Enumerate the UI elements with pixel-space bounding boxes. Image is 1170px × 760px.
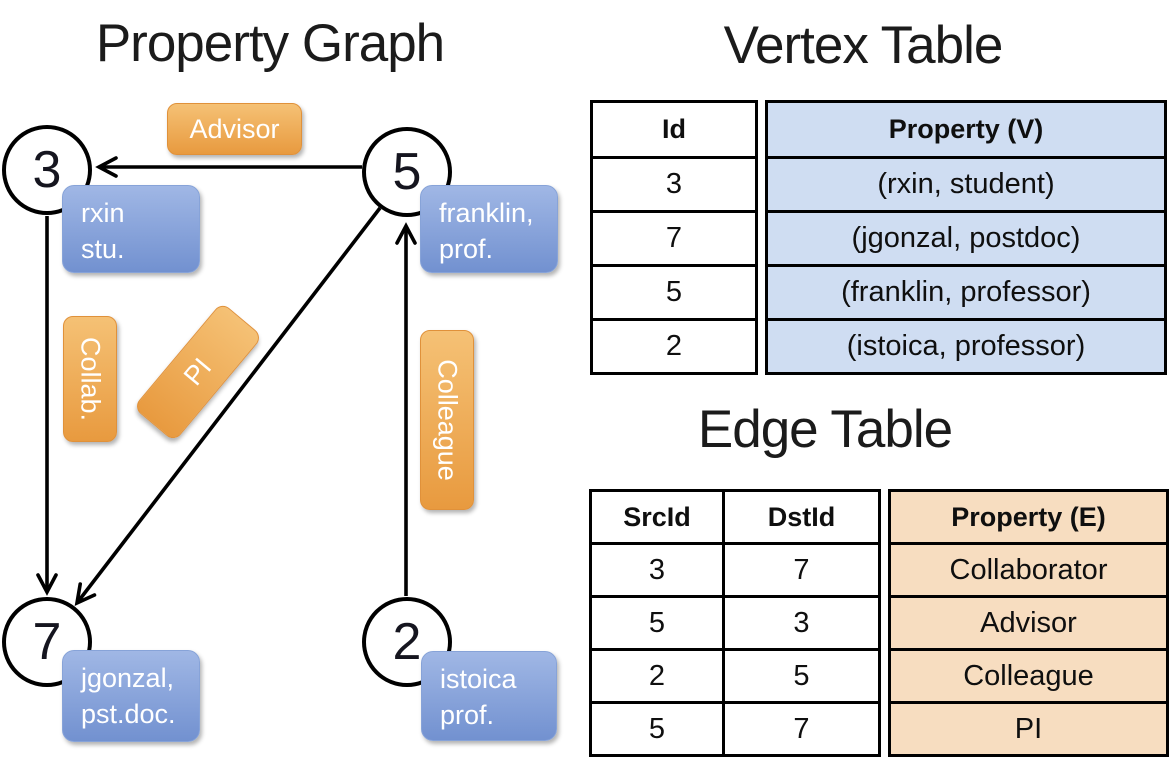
column-header: Property (E): [888, 489, 1169, 545]
table-row: 5: [590, 264, 758, 321]
edge-label-text: Collab.: [75, 336, 106, 422]
edge-table: SrcId DstId 3 7 5 3 2 5 5 7 Property (E)…: [589, 489, 1169, 757]
edge-table-title: Edge Table: [697, 400, 953, 459]
table-cell: Collaborator: [888, 542, 1169, 598]
column-header: DstId: [722, 489, 881, 545]
vertex-prop-box-rxin: rxin stu.: [62, 185, 200, 273]
vertex-prop-line: prof.: [439, 233, 494, 264]
table-row: (franklin, professor): [765, 264, 1167, 321]
node-id-label: 5: [392, 143, 422, 201]
column-header: Property (V): [765, 100, 1167, 159]
table-row: Advisor: [888, 595, 1169, 651]
table-cell: 3: [722, 595, 881, 651]
table-row: (istoica, professor): [765, 318, 1167, 375]
vertex-table-property-column: Property (V) (rxin, student) (jgonzal, p…: [765, 100, 1167, 375]
node-id-label: 7: [32, 613, 62, 671]
edge-label-collab: Collab.: [63, 316, 117, 442]
table-cell: 2: [589, 648, 725, 704]
edge-table-id-columns: SrcId DstId 3 7 5 3 2 5 5 7: [589, 489, 881, 757]
edge-label-advisor: Advisor: [167, 103, 302, 155]
table-row: 5 3: [589, 595, 881, 651]
vertex-table-title: Vertex Table: [723, 16, 1004, 75]
node-id-label: 3: [32, 141, 62, 199]
edge-pi-5-to-7: [74, 206, 382, 607]
table-cell: 3: [589, 542, 725, 598]
vertex-prop-box-jgonzal: jgonzal, pst.doc.: [62, 650, 200, 742]
vertex-prop-line: pst.doc.: [81, 698, 176, 729]
table-cell: Colleague: [888, 648, 1169, 704]
table-cell: (franklin, professor): [765, 264, 1167, 321]
table-cell: 7: [722, 542, 881, 598]
table-row: (rxin, student): [765, 156, 1167, 213]
table-row: 2 5: [589, 648, 881, 704]
table-cell: 5: [590, 264, 758, 321]
table-cell: 5: [589, 595, 725, 651]
vertex-prop-box-istoica: istoica prof.: [421, 651, 557, 741]
table-cell: 3: [590, 156, 758, 213]
node-id-label: 2: [392, 613, 422, 671]
table-row: (jgonzal, postdoc): [765, 210, 1167, 267]
column-header: Id: [590, 100, 758, 159]
property-graph-title: Property Graph: [95, 14, 445, 73]
table-cell: 5: [589, 701, 725, 757]
table-cell: 7: [590, 210, 758, 267]
table-row: 2: [590, 318, 758, 375]
edge-label-text: Advisor: [189, 113, 280, 144]
table-cell: 7: [722, 701, 881, 757]
vertex-prop-line: rxin: [81, 198, 125, 228]
table-cell: (istoica, professor): [765, 318, 1167, 375]
table-row: 3 7: [589, 542, 881, 598]
vertex-prop-line: istoica: [440, 664, 517, 694]
table-row: 7: [590, 210, 758, 267]
column-header: SrcId: [589, 489, 725, 545]
table-row: PI: [888, 701, 1169, 757]
edge-label-colleague: Colleague: [420, 330, 474, 510]
table-row: Colleague: [888, 648, 1169, 704]
vertex-prop-line: prof.: [440, 699, 495, 730]
edge-label-text: PI: [177, 352, 218, 392]
vertex-prop-line: franklin,: [439, 198, 534, 228]
table-cell: (jgonzal, postdoc): [765, 210, 1167, 267]
vertex-table-id-column: Id 3 7 5 2: [590, 100, 758, 375]
vertex-prop-line: jgonzal,: [81, 663, 175, 693]
edge-label-text: Colleague: [432, 359, 463, 481]
vertex-table: Id 3 7 5 2 Property (V) (rxin, student) …: [590, 100, 1167, 375]
graph-node-2: 2: [362, 597, 452, 687]
table-cell: (rxin, student): [765, 156, 1167, 213]
table-cell: 5: [722, 648, 881, 704]
vertex-prop-line: stu.: [81, 233, 125, 264]
vertex-prop-box-franklin: franklin, prof.: [420, 185, 558, 273]
table-row: 5 7: [589, 701, 881, 757]
table-row: 3: [590, 156, 758, 213]
table-cell: 2: [590, 318, 758, 375]
table-row: Collaborator: [888, 542, 1169, 598]
edge-table-property-column: Property (E) Collaborator Advisor Collea…: [888, 489, 1169, 757]
graph-edges-canvas: [36, 156, 417, 607]
table-cell: Advisor: [888, 595, 1169, 651]
table-cell: PI: [888, 701, 1169, 757]
